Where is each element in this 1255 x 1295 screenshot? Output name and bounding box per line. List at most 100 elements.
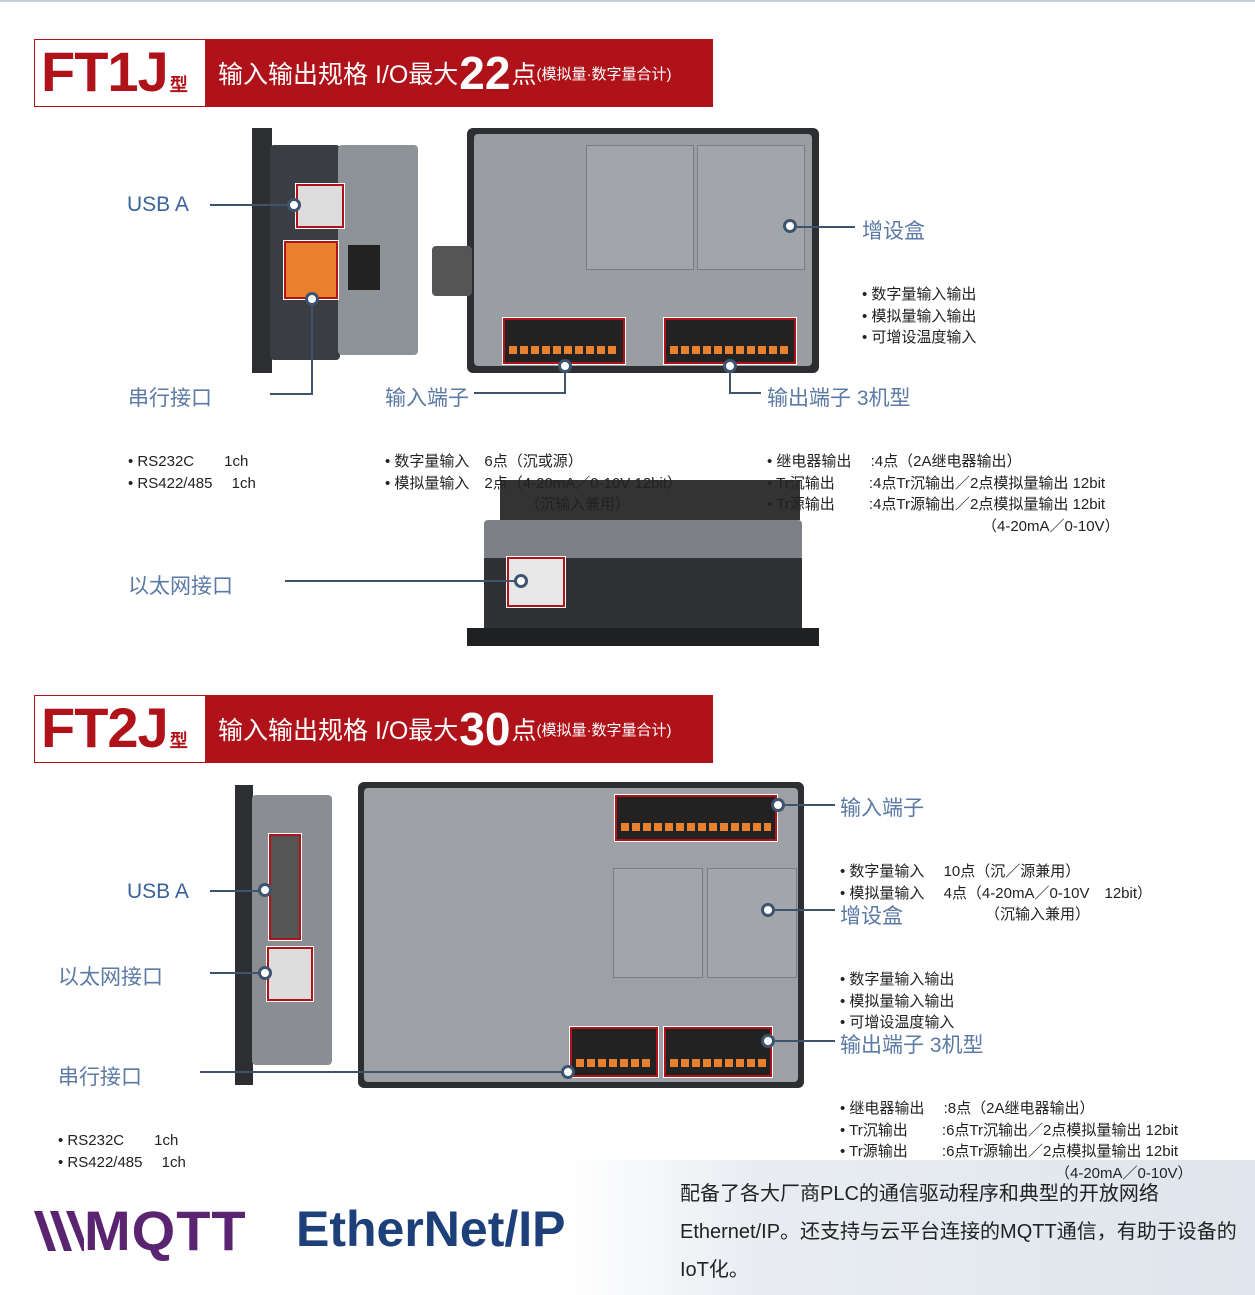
terminal-block xyxy=(614,794,778,842)
callout-line xyxy=(564,372,566,394)
callout-line xyxy=(270,393,313,395)
list-item: 数字量输入 10点（沉／源兼用） xyxy=(840,861,1152,883)
ft2j-serial-title: 串行接口 xyxy=(58,1066,142,1089)
device-part xyxy=(467,628,819,646)
terminal-block xyxy=(663,1026,773,1078)
list-item: RS232C 1ch xyxy=(128,451,256,473)
list-item: 模拟量输入 2点（4-20mA／0-10V 12bit） xyxy=(385,473,682,495)
ft2j-ethernet-label: 以太网接口 xyxy=(58,966,163,989)
callout-dot-icon xyxy=(783,219,797,233)
device-part xyxy=(34,1210,84,1251)
ft2j-usb-label: USB A xyxy=(127,880,189,903)
mqtt-logo-text: MQTT xyxy=(84,1199,247,1262)
list-item: 模拟量输入输出 xyxy=(862,306,976,328)
callout-dot-icon xyxy=(761,1034,775,1048)
ft1j-output-list: 继电器输出 :4点（2A继电器输出）Tr沉输出 :4点Tr沉输出／2点模拟量输出… xyxy=(767,408,1120,559)
ft2j-input-title: 输入端子 xyxy=(840,797,924,820)
ft2j-serial-list: RS232C 1chRS422/485 1ch xyxy=(58,1087,186,1195)
device-part xyxy=(509,346,619,354)
device-part xyxy=(613,868,703,978)
list-item: RS422/485 1ch xyxy=(128,473,255,495)
list-item-continuation: （4-20mA／0-10V） xyxy=(982,517,1120,535)
device-part xyxy=(484,520,802,560)
callout-line xyxy=(210,890,266,892)
list-item: 可增设温度输入 xyxy=(862,327,976,349)
mqtt-signal-icon xyxy=(34,1210,84,1251)
device-part xyxy=(670,346,790,354)
ft1j-type-suffix: 型 xyxy=(169,75,188,95)
ethernetip-logo: EtherNet/IP xyxy=(296,1201,566,1257)
callout-line xyxy=(311,305,313,395)
ft2j-output-list: 继电器输出 :8点（2A继电器输出）Tr沉输出 :6点Tr沉输出／2点模拟量输出… xyxy=(840,1055,1193,1206)
callout-dot-icon xyxy=(771,798,785,812)
highlighted-port xyxy=(266,946,314,1002)
ft1j-spec-note: (模拟量·数字量合计) xyxy=(536,65,672,83)
callout-line xyxy=(797,226,855,228)
list-item: 可增设温度输入 xyxy=(840,1012,954,1034)
ft2j-model-name: FT2J xyxy=(41,696,169,759)
highlighted-port xyxy=(295,183,345,229)
callout-line xyxy=(775,1040,835,1042)
ft1j-points: 22 xyxy=(459,47,511,99)
list-item: 继电器输出 :8点（2A继电器输出） xyxy=(840,1098,1193,1120)
mqtt-logo: MQTT xyxy=(34,1198,247,1263)
callout-line xyxy=(200,1071,568,1073)
ft1j-input-list: 数字量输入 6点（沉或源）模拟量输入 2点（4-20mA／0-10V 12bit… xyxy=(385,408,682,537)
top-rule xyxy=(0,0,1255,2)
ft1j-ethernet-label: 以太网接口 xyxy=(128,575,233,598)
terminal-block xyxy=(502,317,626,365)
list-item-continuation: （4-20mA／0-10V） xyxy=(1055,1164,1193,1182)
ft1j-input-title: 输入端子 xyxy=(385,387,469,410)
ft2j-type-suffix: 型 xyxy=(169,731,188,751)
device-part xyxy=(586,145,694,270)
ft1j-expansion-title: 增设盒 xyxy=(862,220,925,243)
device-part xyxy=(621,823,771,831)
terminal-block xyxy=(663,317,797,365)
ft2j-output-title: 输出端子 3机型 xyxy=(840,1034,984,1057)
callout-line xyxy=(785,804,835,806)
callout-line xyxy=(729,392,761,394)
list-item: 模拟量输入 4点（4-20mA／0-10V 12bit） xyxy=(840,883,1152,905)
callout-line xyxy=(775,909,835,911)
ft2j-points-unit: 点 xyxy=(511,717,537,745)
list-item: 模拟量输入输出 xyxy=(840,991,954,1013)
highlighted-port xyxy=(268,833,302,941)
ft1j-output-title: 输出端子 3机型 xyxy=(767,387,911,410)
ft1j-model-name: FT1J xyxy=(41,40,169,103)
ft1j-serial-list: RS232C 1chRS422/485 1ch xyxy=(128,408,256,516)
callout-dot-icon xyxy=(258,966,272,980)
device-part xyxy=(707,868,797,978)
ft2j-expansion-title: 增设盒 xyxy=(840,905,903,928)
terminal-block xyxy=(569,1026,659,1078)
ft1j-expansion-list: 数字量输入输出模拟量输入输出可增设温度输入 xyxy=(862,241,976,370)
callout-dot-icon xyxy=(305,292,319,306)
callout-line xyxy=(729,372,731,394)
list-item-continuation: （沉输入兼用） xyxy=(525,496,631,513)
callout-dot-icon xyxy=(561,1065,575,1079)
device-part xyxy=(576,1059,652,1067)
ft2j-input-list: 数字量输入 10点（沉／源兼用）模拟量输入 4点（4-20mA／0-10V 12… xyxy=(840,818,1152,947)
list-item: Tr沉输出 :6点Tr沉输出／2点模拟量输出 12bit xyxy=(840,1120,1193,1142)
list-item: Tr沉输出 :4点Tr沉输出／2点模拟量输出 12bit xyxy=(767,473,1120,495)
callout-dot-icon xyxy=(287,198,301,212)
list-item: Tr源输出 :6点Tr源输出／2点模拟量输出 12bit xyxy=(840,1141,1193,1163)
list-item: RS422/485 1ch xyxy=(58,1152,185,1174)
list-item: RS232C 1ch xyxy=(58,1130,186,1152)
ft2j-points: 30 xyxy=(459,703,511,755)
ft1j-usb-label: USB A xyxy=(127,193,189,216)
device-part xyxy=(235,785,253,1085)
callout-dot-icon xyxy=(558,359,572,373)
list-item: 数字量输入输出 xyxy=(840,969,954,991)
protocol-banner xyxy=(0,1160,1255,1295)
device-part xyxy=(432,246,472,296)
ft1j-points-unit: 点 xyxy=(511,61,537,89)
ft1j-spec-prefix: 输入输出规格 I/O最大 xyxy=(218,61,459,89)
callout-dot-icon xyxy=(514,574,528,588)
list-item: 数字量输入 6点（沉或源） xyxy=(385,451,682,473)
callout-dot-icon xyxy=(761,903,775,917)
list-item: 继电器输出 :4点（2A继电器输出） xyxy=(767,451,1120,473)
